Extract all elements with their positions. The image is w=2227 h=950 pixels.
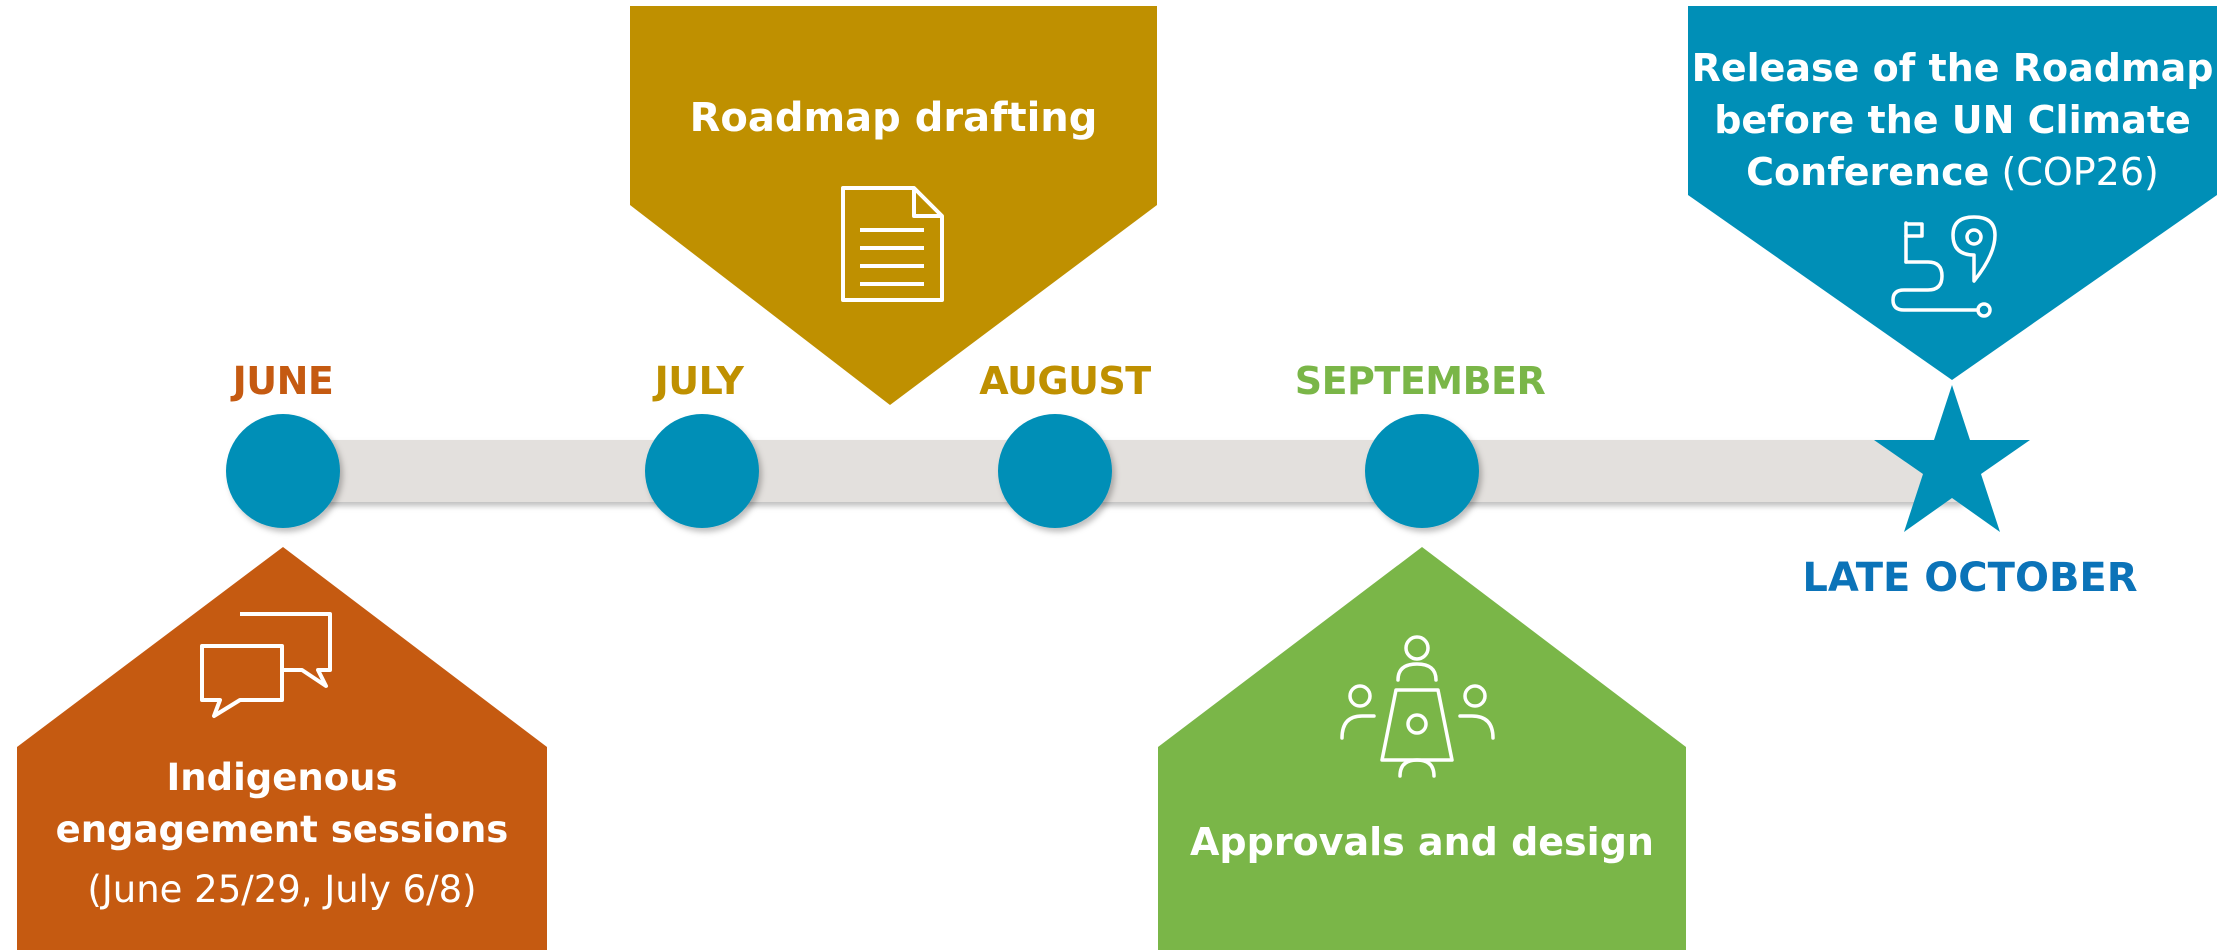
timeline-node-august (998, 414, 1112, 528)
approvals-box (1158, 547, 1686, 950)
release-line-3: Conference (COP26) (1688, 146, 2217, 198)
drafting-title: Roadmap drafting (689, 95, 1098, 141)
month-label-august: AUGUST (979, 359, 1151, 403)
engagement-line-2: engagement sessions (55, 808, 509, 851)
engagement-line-1: Indigenous (166, 756, 398, 799)
engagement-dates: (June 25/29, July 6/8) (87, 868, 477, 911)
release-box (1688, 6, 2217, 380)
month-label-june: JUNE (232, 359, 334, 403)
meeting-table-icon (1340, 635, 1495, 778)
release-line-3-light: (COP26) (1989, 150, 2159, 194)
timeline-node-september (1365, 414, 1479, 528)
release-line-1: Release of the Roadmap (1691, 46, 2214, 90)
star-icon (1874, 385, 2030, 532)
timeline-node-july (645, 414, 759, 528)
release-title: Release of the Roadmap before the UN Cli… (1688, 42, 2217, 198)
timeline-node-june (226, 414, 340, 528)
approvals-title: Approvals and design (1190, 820, 1654, 864)
release-line-3-bold: Conference (1746, 150, 1990, 194)
timeline-bar (280, 440, 1960, 502)
month-label-july: JULY (654, 359, 744, 403)
release-line-2: before the UN Climate (1714, 98, 2191, 142)
drafting-box (630, 6, 1157, 405)
engagement-title: Indigenous engagement sessions (June 25/… (17, 752, 547, 916)
chat-bubbles-icon (200, 612, 332, 718)
month-label-september: SEPTEMBER (1294, 359, 1546, 403)
late-october-label: LATE OCTOBER (1802, 555, 2138, 601)
route-map-icon (1891, 215, 1997, 318)
engagement-box (17, 547, 547, 950)
document-icon (841, 186, 944, 302)
